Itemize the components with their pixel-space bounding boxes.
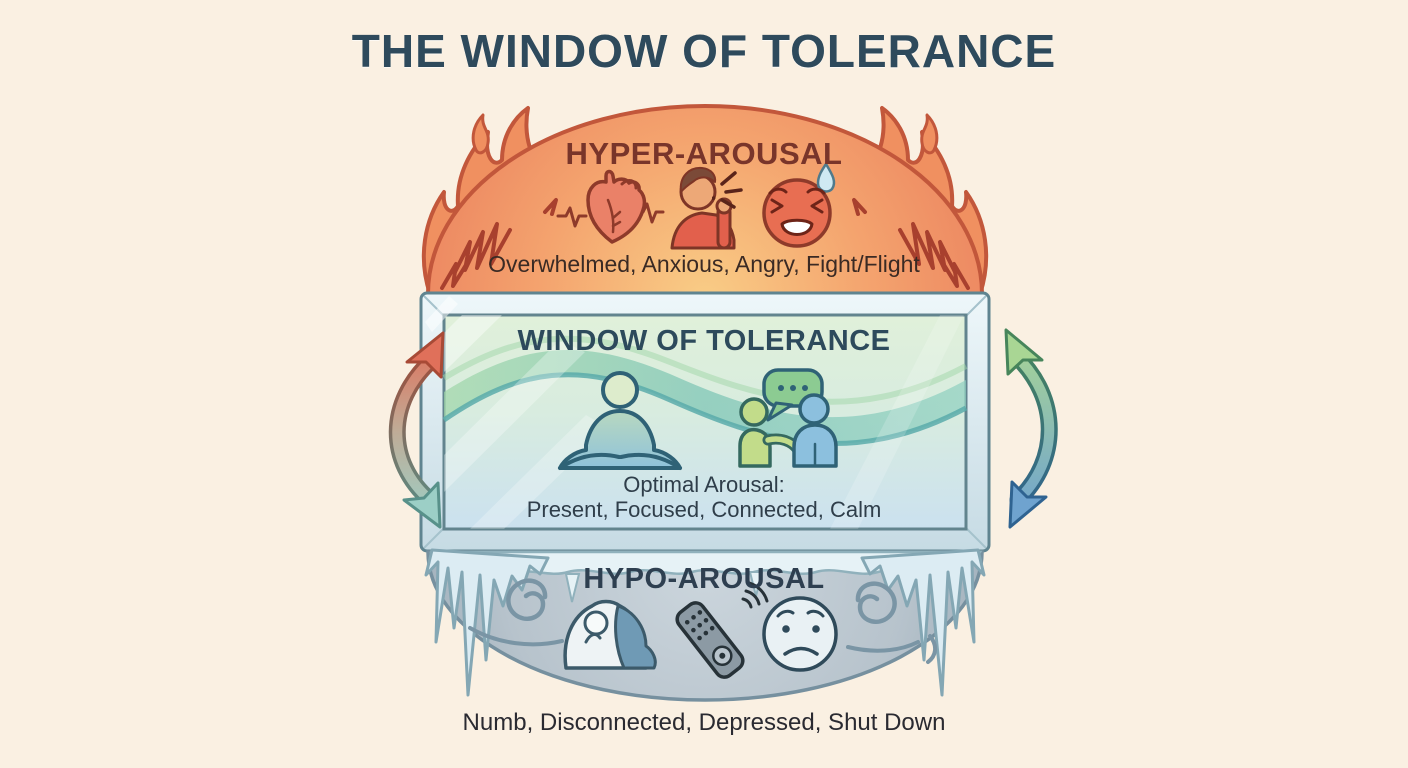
left-oscillation-arrow-icon — [388, 331, 445, 529]
glass-shine — [425, 296, 964, 529]
icicles-left-icon — [424, 548, 550, 697]
wind-swirl-left-icon — [468, 578, 564, 647]
hyper-arousal-zone — [421, 104, 989, 296]
wind-swirl-right-icon — [846, 581, 937, 664]
blanket-person-icon — [563, 599, 657, 670]
calm-wave — [442, 335, 968, 447]
right-oscillation-arrow-icon — [1004, 328, 1058, 529]
shouting-person-icon — [670, 166, 743, 250]
meditation-icon — [558, 371, 682, 470]
window-of-tolerance-zone — [419, 291, 991, 553]
distressed-face-icon — [762, 162, 836, 248]
heartbeat-icon — [556, 169, 665, 244]
sad-face-icon — [762, 596, 838, 672]
page-title: THE WINDOW OF TOLERANCE — [351, 25, 1057, 77]
tv-remote-icon — [675, 581, 769, 679]
hypo-arousal-zone — [424, 548, 986, 702]
conversation-icon — [738, 368, 838, 468]
